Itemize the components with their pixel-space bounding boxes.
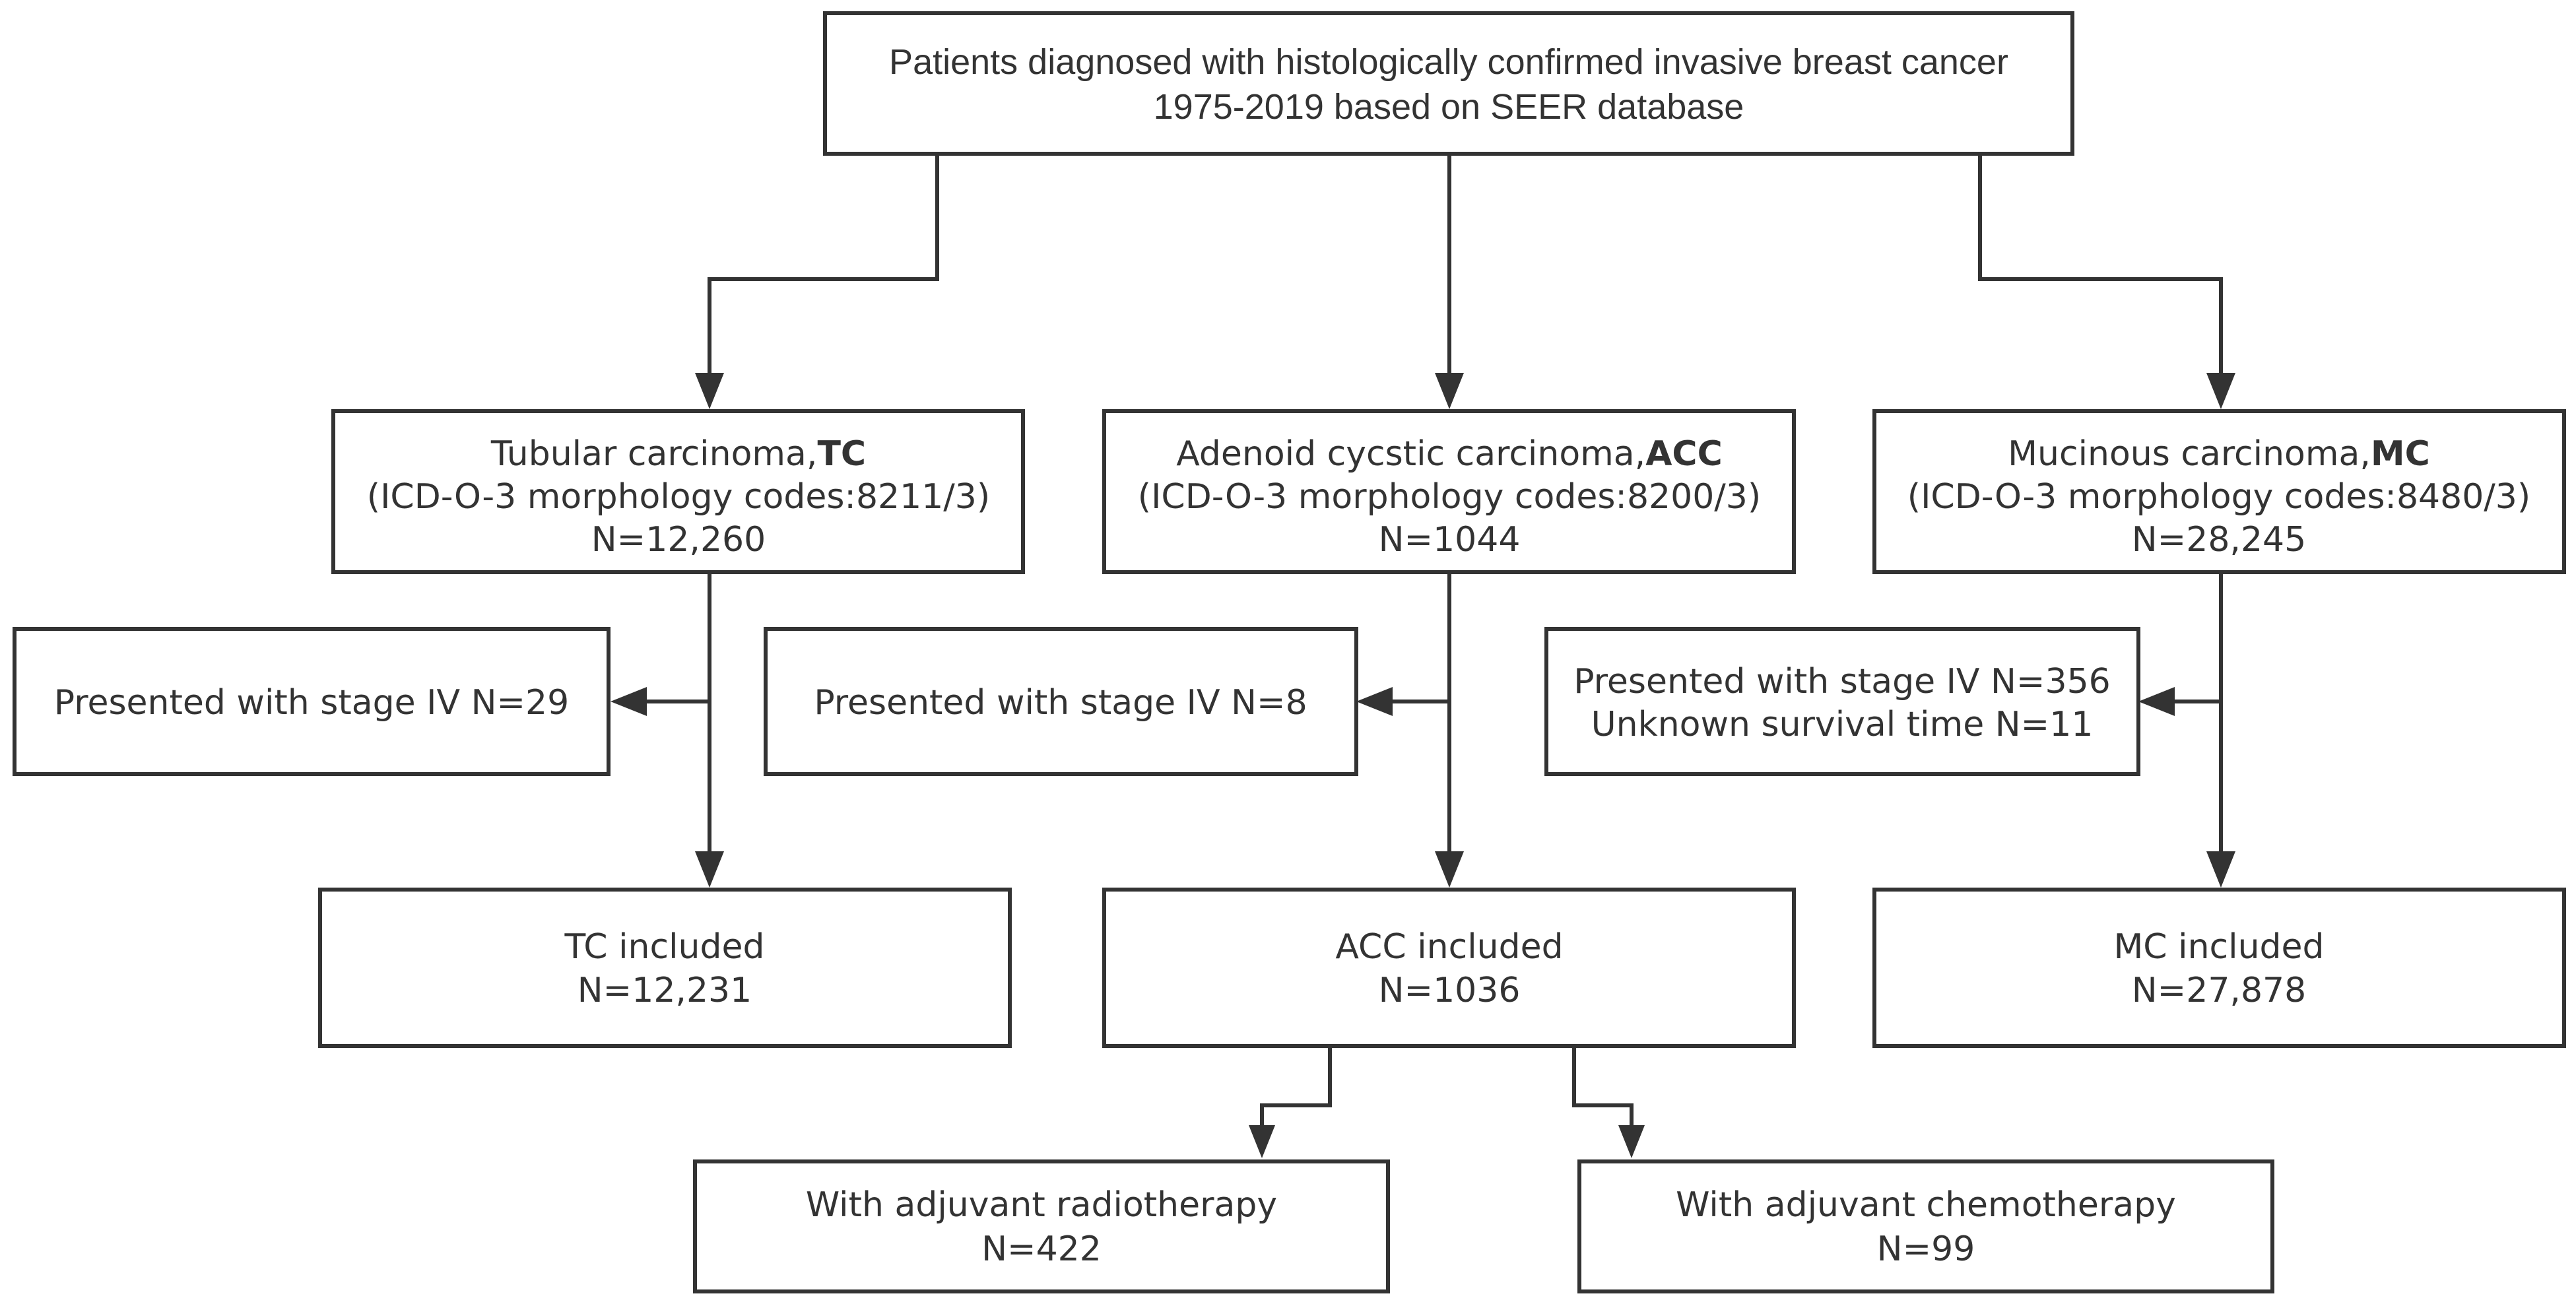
arrowhead-chemo: [1618, 1125, 1645, 1158]
box-tc: Tubular carcinoma,TC (ICD-O-3 morphology…: [331, 409, 1025, 574]
box-acc-radiotherapy: With adjuvant radiotherapy N=422: [693, 1159, 1390, 1293]
arrowhead-acc-excluded: [1356, 687, 1393, 716]
arrowhead-tc-excluded: [611, 687, 647, 716]
box-acc-chemotherapy: With adjuvant chemotherapy N=99: [1577, 1159, 2274, 1293]
acc-included-n: N=1036: [1379, 971, 1521, 1010]
connector-top-to-tc: [708, 154, 939, 373]
mc-included-label: MC included: [2113, 927, 2324, 967]
box-acc-excluded: Presented with stage IV N=8: [764, 627, 1358, 776]
arrowhead-acc: [1435, 373, 1464, 409]
tc-name: Tubular carcinoma,: [490, 434, 818, 474]
arrowhead-mc-excluded: [2138, 687, 2175, 716]
arrowhead-tc-included: [695, 851, 724, 888]
mc-name: Mucinous carcinoma,: [2008, 434, 2371, 474]
box-acc-included: ACC included N=1036: [1102, 888, 1796, 1048]
acc-excluded: Presented with stage IV N=8: [814, 683, 1307, 723]
acc-radio-n: N=422: [981, 1229, 1102, 1269]
acc-chemo-label: With adjuvant chemotherapy: [1676, 1185, 2176, 1225]
arrowhead-acc-included: [1435, 851, 1464, 888]
acc-chemo-n: N=99: [1877, 1229, 1975, 1269]
top-line2: 1975-2019 based on SEER database: [1154, 87, 1744, 127]
connector-top-to-mc: [1978, 154, 2223, 373]
mc-excluded-line1: Presented with stage IV N=356: [1573, 662, 2111, 701]
acc-abbr: ACC: [1645, 434, 1723, 474]
acc-codes: (ICD-O-3 morphology codes:8200/3): [1138, 477, 1761, 517]
acc-included-label: ACC included: [1335, 927, 1563, 967]
top-line1: Patients diagnosed with histologically c…: [889, 42, 2008, 82]
arrowhead-tc: [695, 373, 724, 409]
acc-radio-label: With adjuvant radiotherapy: [806, 1185, 1277, 1225]
acc-title: Adenoid cycstic carcinoma,ACC: [1176, 434, 1723, 474]
tc-n: N=12,260: [591, 520, 766, 560]
arrowhead-mc: [2206, 373, 2235, 409]
connector-acc-to-chemo: [1572, 1046, 1634, 1125]
box-mc-included: MC included N=27,878: [1872, 888, 2566, 1048]
box-tc-included: TC included N=12,231: [318, 888, 1012, 1048]
acc-name: Adenoid cycstic carcinoma,: [1176, 434, 1645, 474]
arrowhead-mc-included: [2206, 851, 2235, 888]
tc-included-n: N=12,231: [578, 971, 752, 1010]
box-mc: Mucinous carcinoma,MC (ICD-O-3 morpholog…: [1872, 409, 2566, 574]
tc-codes: (ICD-O-3 morphology codes:8211/3): [367, 477, 990, 517]
box-tc-excluded: Presented with stage IV N=29: [13, 627, 611, 776]
mc-title: Mucinous carcinoma,MC: [2008, 434, 2430, 474]
mc-included-n: N=27,878: [2132, 971, 2306, 1010]
connectors: [611, 154, 2235, 1158]
tc-abbr: TC: [817, 434, 866, 474]
box-acc: Adenoid cycstic carcinoma,ACC (ICD-O-3 m…: [1102, 409, 1796, 574]
connector-acc-to-radio: [1260, 1046, 1332, 1125]
box-top: Patients diagnosed with histologically c…: [823, 11, 2074, 156]
mc-abbr: MC: [2371, 434, 2430, 474]
mc-excluded-line2: Unknown survival time N=11: [1591, 705, 2094, 744]
acc-n: N=1044: [1379, 520, 1521, 560]
mc-n: N=28,245: [2132, 520, 2306, 560]
tc-title: Tubular carcinoma,TC: [490, 434, 866, 474]
tc-excluded: Presented with stage IV N=29: [54, 683, 569, 723]
box-mc-excluded: Presented with stage IV N=356 Unknown su…: [1544, 627, 2140, 776]
mc-codes: (ICD-O-3 morphology codes:8480/3): [1907, 477, 2530, 517]
tc-included-label: TC included: [564, 927, 765, 967]
arrowhead-radio: [1249, 1125, 1275, 1158]
